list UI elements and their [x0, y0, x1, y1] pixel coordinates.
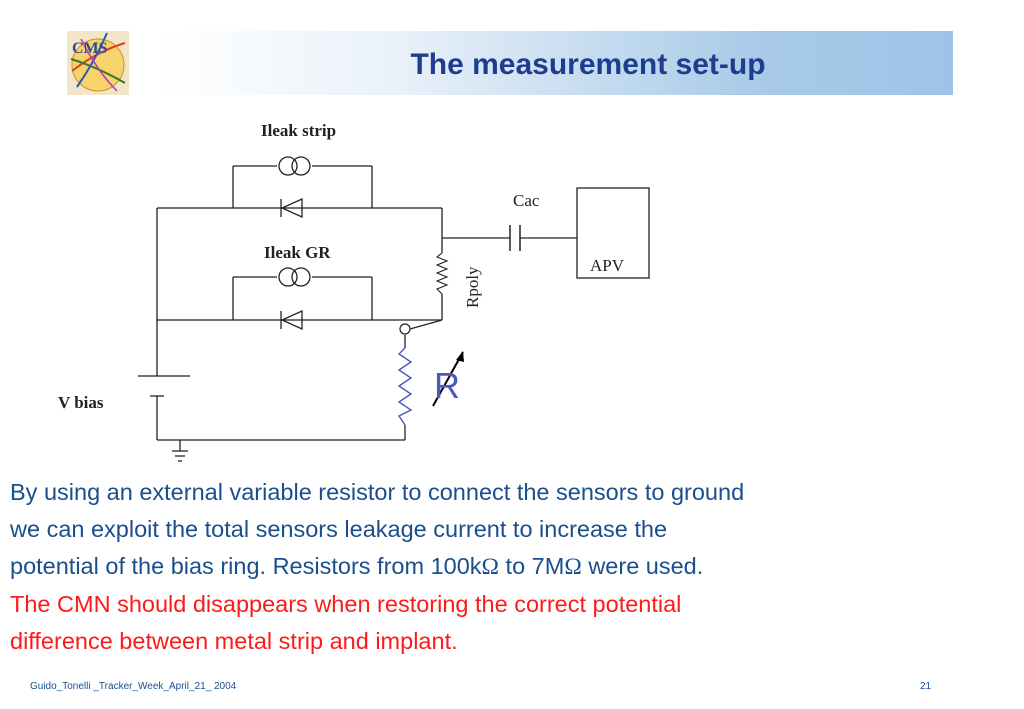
omega-symbol: Ω — [481, 554, 500, 580]
page-number: 21 — [920, 681, 932, 692]
title-bar — [158, 31, 953, 95]
page-title: The measurement set-up — [410, 48, 766, 81]
body-text: By using an external variable resistor t… — [10, 474, 1010, 660]
body-line-3: potential of the bias ring. Resistors fr… — [10, 553, 704, 580]
label-v-bias: V bias — [58, 393, 104, 412]
circuit-diagram: Ileak strip Ileak GR Cac APV Rpoly V bia… — [50, 108, 690, 470]
footer-author: Guido_Tonelli _Tracker_Week_April_21_ 20… — [30, 681, 237, 692]
label-r: R — [434, 365, 460, 406]
body-line-1: By using an external variable resistor t… — [10, 479, 745, 505]
label-rpoly: Rpoly — [463, 266, 482, 308]
label-ileak-gr: Ileak GR — [264, 243, 331, 262]
label-cac: Cac — [513, 191, 540, 210]
label-apv: APV — [590, 256, 625, 275]
label-ileak-strip: Ileak strip — [261, 121, 336, 140]
omega-symbol: Ω — [564, 554, 582, 580]
body-red-line-2: difference between metal strip and impla… — [10, 628, 458, 654]
body-line-2: we can exploit the total sensors leakage… — [10, 516, 668, 542]
logo-text: CMS — [72, 40, 108, 57]
body-red-line-1: The CMN should disappears when restoring… — [10, 591, 682, 617]
cms-logo: CMS — [67, 31, 129, 95]
